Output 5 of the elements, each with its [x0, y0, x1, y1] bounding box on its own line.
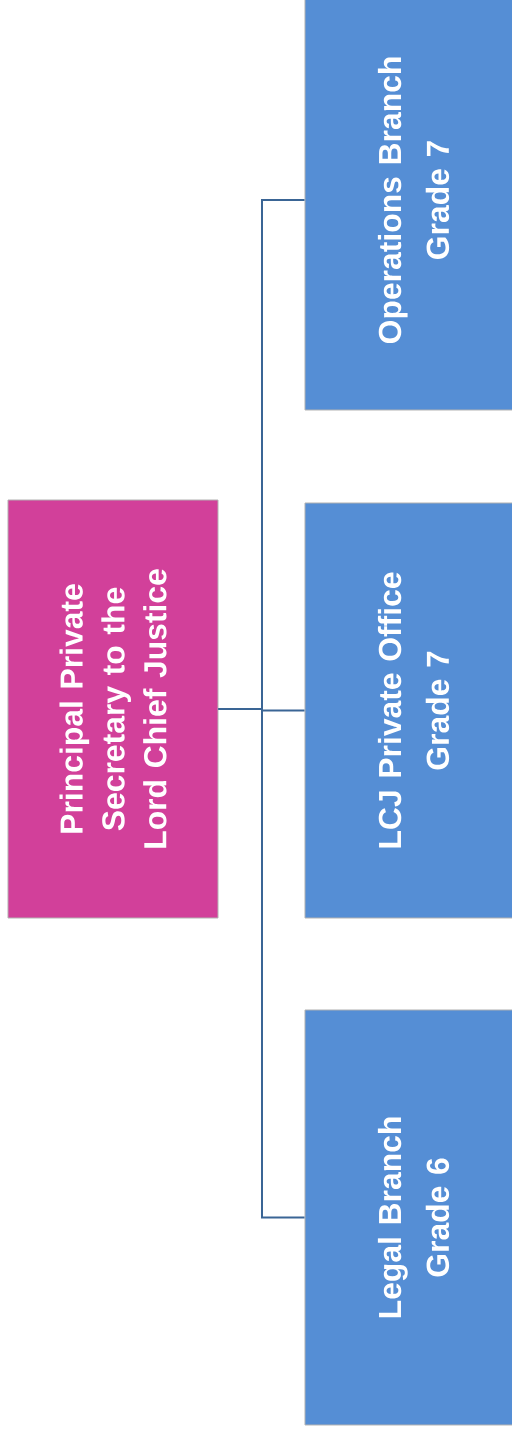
org-box: Principal Private Secretary to the Lord Chief Justice: [7, 499, 219, 919]
org-box: Operations Branch Grade 7: [304, 0, 512, 411]
org-box: Legal Branch Grade 6: [304, 1009, 512, 1426]
connector-line: [217, 708, 306, 1219]
org-box: LCJ Private Office Grade 7: [304, 502, 512, 919]
